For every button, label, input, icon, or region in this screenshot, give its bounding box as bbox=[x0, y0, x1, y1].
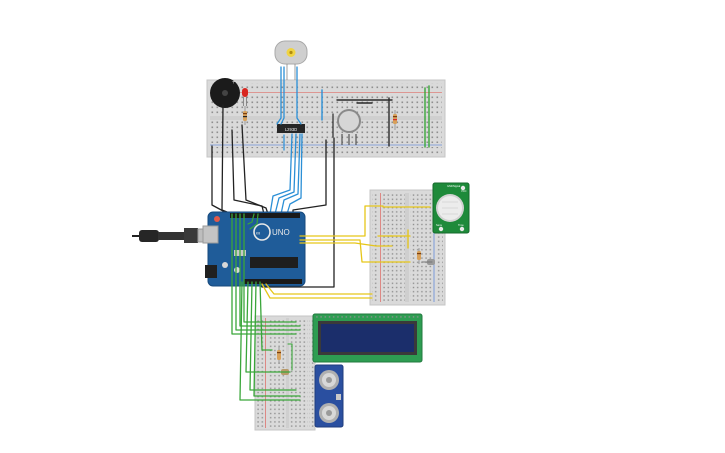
led-icon[interactable] bbox=[242, 88, 248, 106]
arduino-uno[interactable]: ∞ UNO bbox=[202, 211, 306, 287]
wires-top-to-arduino bbox=[211, 66, 335, 288]
wires-arduino-to-right bbox=[261, 205, 393, 299]
top-board-wires bbox=[283, 85, 430, 151]
breadboard-bottom[interactable] bbox=[254, 315, 316, 431]
usb-cable-icon[interactable] bbox=[132, 228, 213, 243]
pir-label-sens: Sens bbox=[436, 223, 443, 227]
driver-chip-label: L293D bbox=[285, 127, 297, 132]
pir-label-signal: Signal bbox=[453, 184, 461, 188]
potentiometer-icon[interactable] bbox=[337, 109, 361, 145]
ultrasonic-sensor[interactable] bbox=[314, 364, 344, 428]
arduino-model-label: UNO bbox=[272, 228, 290, 237]
pir-label-gnd: GND bbox=[447, 184, 453, 188]
wires-arduino-to-bottom bbox=[231, 213, 301, 401]
dc-motor-icon[interactable] bbox=[274, 40, 308, 80]
svg-text:∞: ∞ bbox=[256, 231, 260, 237]
svg-text:+: + bbox=[232, 80, 236, 86]
resistor-icon[interactable] bbox=[417, 248, 421, 264]
resistor-icon[interactable] bbox=[243, 106, 247, 125]
pir-label-time: Time bbox=[458, 223, 464, 227]
lcd-display[interactable] bbox=[312, 313, 423, 363]
resistor-icon[interactable] bbox=[277, 347, 281, 364]
driver-chip[interactable]: L293D bbox=[277, 124, 305, 133]
buzzer-icon[interactable]: + bbox=[210, 78, 240, 108]
resistor-icon[interactable] bbox=[393, 110, 397, 130]
pir-label-vcc: VCC bbox=[461, 189, 467, 193]
wires-arduino-header bbox=[247, 213, 259, 230]
pir-sensor[interactable]: GND Signal VCC Sens Time bbox=[432, 182, 470, 234]
right-board-wires bbox=[377, 206, 433, 263]
